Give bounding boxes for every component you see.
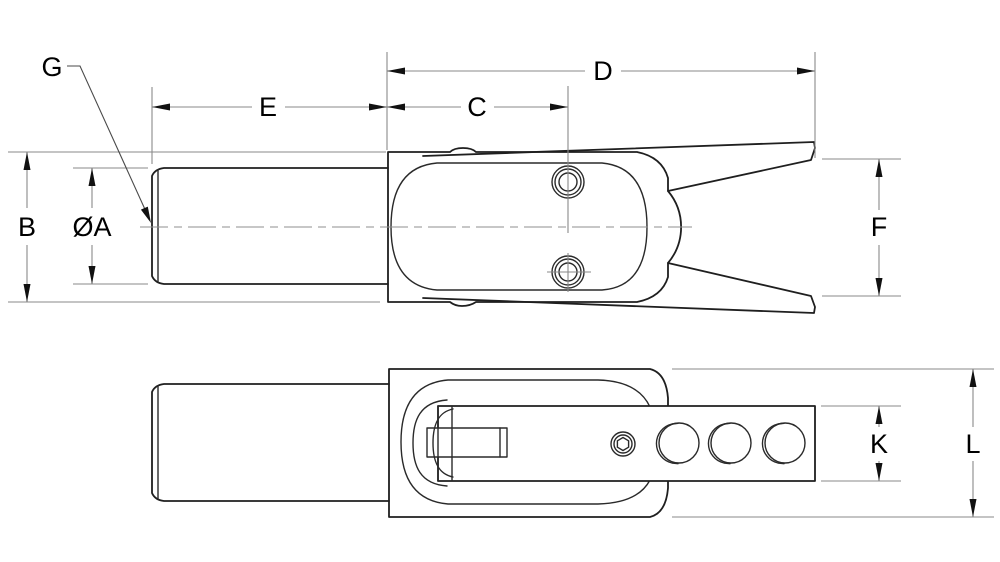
clevis-inner-arc xyxy=(432,408,454,478)
leader-line-g xyxy=(67,65,149,217)
dimension-label-e: E xyxy=(259,92,277,122)
label-bg-e xyxy=(252,92,285,122)
dimension-label-d: D xyxy=(593,56,613,86)
shank-outline-bottom xyxy=(151,383,390,502)
hole-3-circle xyxy=(764,422,806,464)
body-outline-bottom xyxy=(388,368,669,518)
label-bg-k xyxy=(863,427,895,461)
dimension-label-k: K xyxy=(870,429,888,459)
arrow-d-right xyxy=(797,67,815,75)
hole-1-circle xyxy=(658,422,700,464)
dimension-label-c: C xyxy=(467,92,487,122)
label-bg-l xyxy=(957,427,989,461)
hole-2-circle xyxy=(710,422,752,464)
lower-jaw xyxy=(422,262,816,314)
arrow-d-left xyxy=(387,67,405,75)
dimension-arrows xyxy=(23,67,977,517)
set-screw xyxy=(610,431,636,457)
arrow-b-top xyxy=(23,152,31,170)
hole-1 xyxy=(655,422,700,465)
shaft-outline xyxy=(151,167,389,285)
arrow-l-bottom xyxy=(969,499,977,517)
housing-inner-outline xyxy=(400,379,651,505)
arrow-a-top xyxy=(88,168,96,186)
dimension-label-g: G xyxy=(41,52,62,82)
label-bg-c xyxy=(461,92,494,122)
arrow-k-top xyxy=(875,406,883,424)
arrow-c-right xyxy=(550,103,568,111)
arrow-f-top xyxy=(875,159,883,177)
arrow-e-left xyxy=(152,103,170,111)
label-bg-f xyxy=(863,210,895,245)
hole-2 xyxy=(707,422,752,465)
cover-plate-outline xyxy=(390,162,648,291)
arrow-l-top xyxy=(969,369,977,387)
label-bg-d xyxy=(585,56,621,86)
arrow-c-left xyxy=(387,103,405,111)
label-bg-b xyxy=(12,208,42,245)
gripper-body-outline xyxy=(387,147,682,307)
dimension-label-b: B xyxy=(18,212,36,242)
arrow-e-right xyxy=(369,103,387,111)
arrow-g-leader xyxy=(140,206,151,223)
pivot-block xyxy=(426,427,508,458)
dimension-label-l: L xyxy=(965,429,980,459)
arrow-b-bottom xyxy=(23,284,31,302)
hole-3 xyxy=(761,422,806,465)
set-screw-ring xyxy=(613,434,633,454)
arrow-k-bottom xyxy=(875,463,883,481)
dimension-label-f: F xyxy=(871,212,888,242)
dimension-label-a: ØA xyxy=(72,212,111,242)
arrow-a-bottom xyxy=(88,266,96,284)
clevis-outer-arc xyxy=(412,399,448,487)
label-bg-a xyxy=(66,208,118,245)
bottom-view xyxy=(151,368,816,518)
arrow-f-bottom xyxy=(875,278,883,296)
set-screw-hex-socket xyxy=(616,436,630,452)
dimension-labels: G E C D B ØA F K L xyxy=(12,52,989,461)
